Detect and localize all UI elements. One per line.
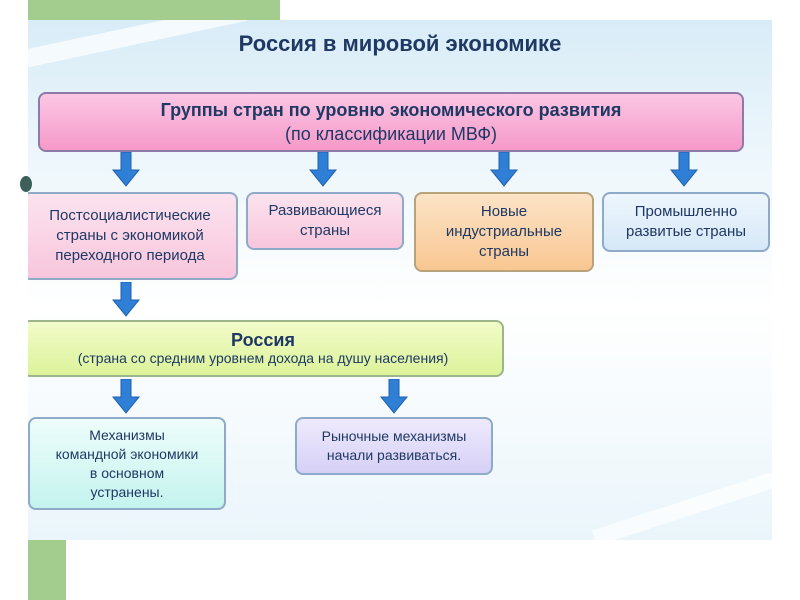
group-line: страны с экономикой — [56, 227, 204, 244]
group-line: Новые — [480, 203, 528, 220]
decorative-light-band — [591, 450, 772, 540]
arrow-down-icon — [380, 379, 408, 414]
bullet-dot-icon — [20, 176, 32, 192]
outcome-line: в основном — [89, 464, 165, 481]
outcome-box-command-economy: Механизмы командной экономики в основном… — [28, 417, 226, 510]
russia-title: Россия — [231, 330, 295, 350]
group-line: Постсоциалистические — [49, 207, 211, 224]
header-line-2: (по классификации МВФ) — [284, 124, 498, 144]
arrow-down-icon — [112, 379, 140, 414]
group-line: развитые страны — [625, 223, 747, 240]
group-line: переходного периода — [55, 247, 205, 264]
arrow-down-icon — [490, 152, 518, 187]
outcome-line: Рыночные механизмы — [321, 428, 467, 444]
group-line: Промышленно — [634, 203, 738, 220]
group-line: Развивающиеся — [268, 202, 382, 219]
group-box-developing: Развивающиеся страны — [246, 192, 404, 250]
arrow-down-icon — [309, 152, 337, 187]
outcome-box-market-mechanisms: Рыночные механизмы начали развиваться. — [295, 417, 493, 475]
group-box-postsocialist: Постсоциалистические страны с экономикой… — [28, 192, 238, 280]
outcome-line: командной экономики — [55, 445, 199, 462]
slide-title: Россия в мировой экономике — [238, 31, 562, 56]
arrow-down-icon — [112, 282, 140, 317]
group-box-newly-industrial: Новые индустриальные страны — [414, 192, 594, 272]
arrow-down-icon — [112, 152, 140, 187]
arrow-down-icon — [670, 152, 698, 187]
green-strip-top — [28, 0, 280, 22]
outcome-line: начали развиваться. — [326, 447, 462, 463]
outcome-line: устранены. — [90, 483, 164, 500]
header-line-1: Группы стран по уровню экономического ра… — [160, 100, 622, 120]
header-box: Группы стран по уровню экономического ра… — [38, 92, 744, 152]
group-line: страны — [478, 243, 530, 260]
slide: Россия в мировой экономике Группы стран … — [28, 20, 772, 540]
group-box-industrialized: Промышленно развитые страны — [602, 192, 770, 252]
group-line: индустриальные — [445, 223, 563, 240]
russia-subtitle: (страна со средним уровнем дохода на душ… — [77, 350, 449, 366]
outcome-line: Механизмы — [89, 426, 165, 443]
group-line: страны — [299, 222, 351, 239]
russia-box: Россия (страна со средним уровнем дохода… — [28, 320, 504, 377]
